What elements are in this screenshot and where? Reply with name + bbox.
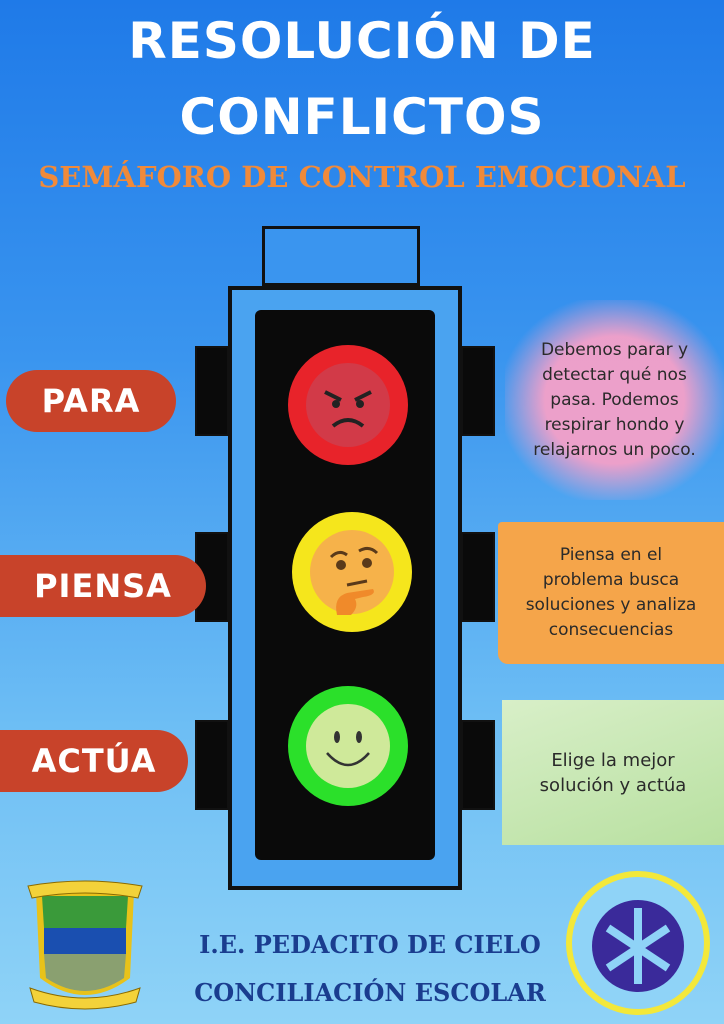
conciliador-seal-logo [563, 868, 713, 1018]
step-label-actua: ACTÚA [0, 730, 188, 792]
note-text: Debemos parar y detectar qué nos pasa. P… [533, 339, 696, 460]
green-light [288, 686, 408, 806]
subtitle: SEMÁFORO DE CONTROL EMOCIONAL [38, 160, 686, 194]
red-light [288, 345, 408, 465]
side-tab [195, 346, 229, 436]
side-tab [461, 346, 495, 436]
angry-face-icon [306, 363, 390, 447]
title-line-1: RESOLUCIÓN DE [128, 12, 596, 70]
step-label-piensa: PIENSA [0, 555, 206, 617]
side-tab [195, 720, 229, 810]
smiley-face-icon [306, 704, 390, 788]
school-crest-logo [26, 878, 144, 1012]
note-text: Piensa en el problema busca soluciones y… [525, 545, 697, 640]
note-piensa: Piensa en el problema busca soluciones y… [498, 522, 724, 664]
footer-program: CONCILIACIÓN ESCOLAR [194, 978, 546, 1007]
step-label-para: PARA [6, 370, 176, 432]
thinking-face-icon [310, 530, 394, 615]
note-actua: Elige la mejor solución y actúa [502, 700, 724, 845]
side-tab [461, 532, 495, 622]
footer-school-name: I.E. PEDACITO DE CIELO [199, 930, 541, 959]
title-line-2: CONFLICTOS [179, 88, 545, 146]
note-para: Debemos parar y detectar qué nos pasa. P… [505, 300, 724, 500]
traffic-light-cap [262, 226, 420, 286]
yellow-light [292, 512, 412, 632]
side-tab [461, 720, 495, 810]
note-text: Elige la mejor solución y actúa [539, 749, 687, 796]
